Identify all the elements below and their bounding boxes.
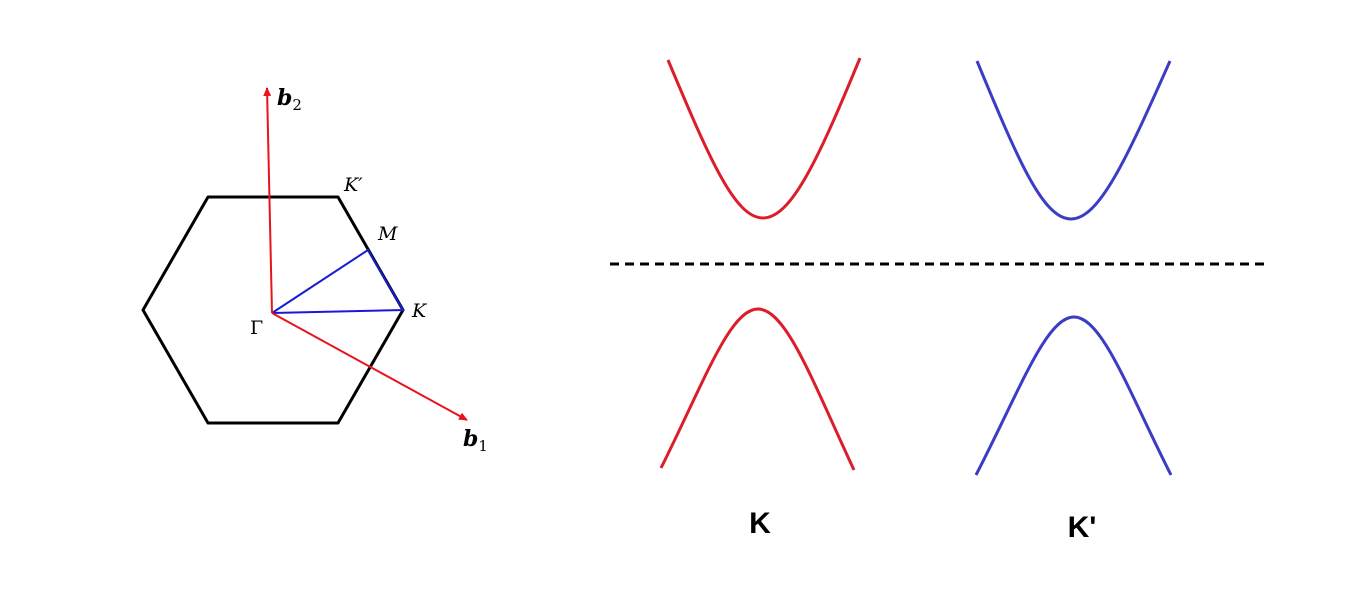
k-prime-valley-valence-band [974,315,1173,476]
vector-b1-label: b1 [463,426,488,455]
k-point-label: K [411,300,428,322]
k-prime-valley-conduction-band [975,60,1172,221]
gamma-point-label: Γ [250,317,263,339]
vector-b2-arrow [263,87,273,314]
high-symmetry-path [271,248,405,314]
valley-k-label: K [749,507,771,540]
vector-b1-arrow [271,312,468,421]
k-valley-valence-band [659,307,856,471]
valley-k-prime-label: K' [1068,511,1097,544]
k-prime-point-label: K′ [343,174,363,196]
m-point-label: M [377,223,398,245]
vector-b2-label: b2 [277,85,302,114]
k-valley-conduction-band [666,57,862,220]
brillouin-zone-hexagon [141,195,405,425]
